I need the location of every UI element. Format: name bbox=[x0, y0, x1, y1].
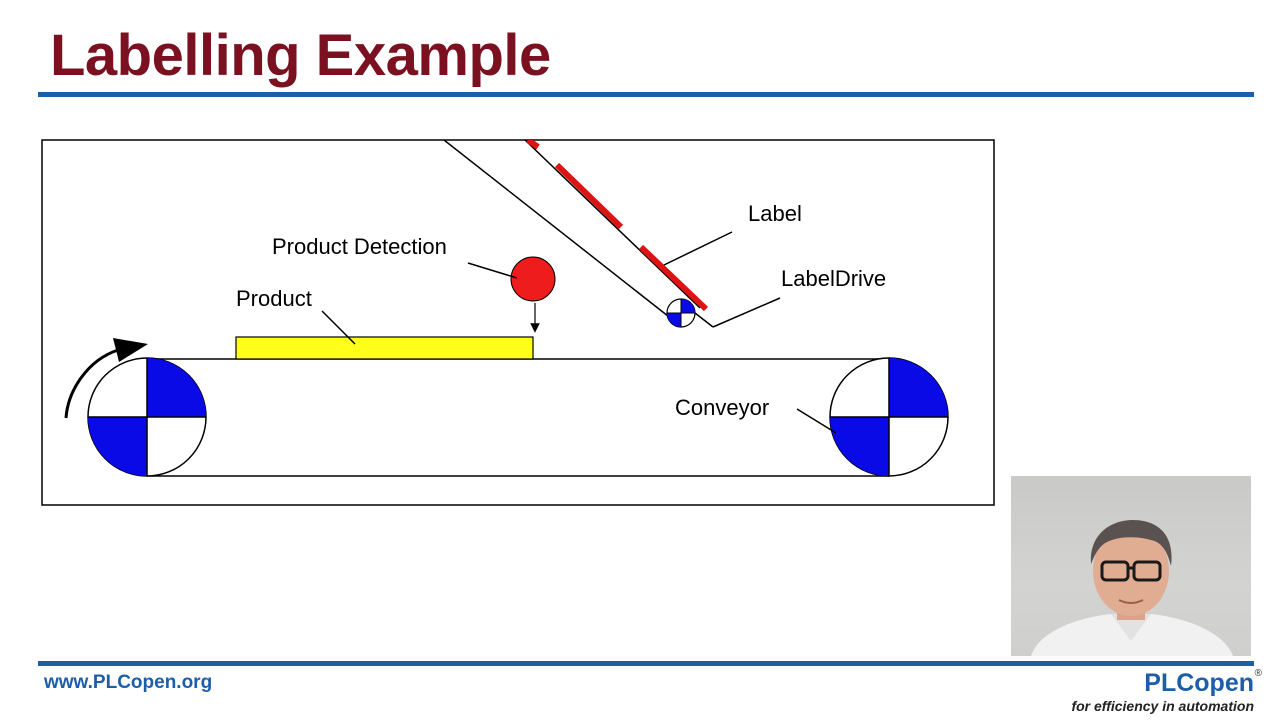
rotation-arrowhead-icon bbox=[113, 338, 148, 362]
product-text: Product bbox=[236, 286, 312, 311]
product-detection-text: Product Detection bbox=[272, 234, 447, 259]
product-sensor-icon bbox=[510, 256, 556, 302]
label-text: Label bbox=[748, 201, 802, 226]
plcopen-logo: PLCopen ® for efficiency in automation bbox=[1071, 668, 1262, 714]
label-strip bbox=[554, 162, 624, 230]
conveyor-drive-left-icon bbox=[87, 357, 207, 477]
conveyor-leader-line bbox=[796, 408, 837, 434]
slide-title: Labelling Example bbox=[50, 23, 551, 88]
product-detection-leader-line bbox=[467, 262, 518, 279]
brand-name: PLCopen bbox=[1144, 669, 1254, 697]
brand-registered-mark: ® bbox=[1254, 668, 1262, 679]
label-drive-text: LabelDrive bbox=[781, 266, 886, 291]
label-strips bbox=[526, 140, 709, 312]
footer-url-link[interactable]: www.PLCopen.org bbox=[44, 672, 213, 693]
rotation-arrow-icon bbox=[64, 348, 119, 419]
label-backing-line bbox=[524, 140, 701, 309]
label-feed-line bbox=[443, 140, 674, 321]
label-drive-backing bbox=[694, 312, 714, 328]
bottom-rule bbox=[38, 661, 1254, 666]
top-rule bbox=[38, 92, 1254, 97]
product-box bbox=[235, 336, 534, 360]
label-leader-line bbox=[663, 231, 733, 266]
brand-tagline: for efficiency in automation bbox=[1071, 698, 1254, 714]
label-strip bbox=[526, 140, 540, 150]
label-drive-icon bbox=[666, 298, 696, 328]
diagram-frame bbox=[41, 139, 995, 506]
conveyor-drive-right-icon bbox=[829, 357, 949, 477]
conveyor-text: Conveyor bbox=[675, 395, 769, 420]
product-leader-line bbox=[321, 310, 356, 345]
presenter-video bbox=[1011, 476, 1251, 656]
presenter-figure bbox=[1031, 520, 1233, 656]
label-strip bbox=[638, 244, 709, 312]
label-drive-leader-line bbox=[712, 297, 781, 328]
